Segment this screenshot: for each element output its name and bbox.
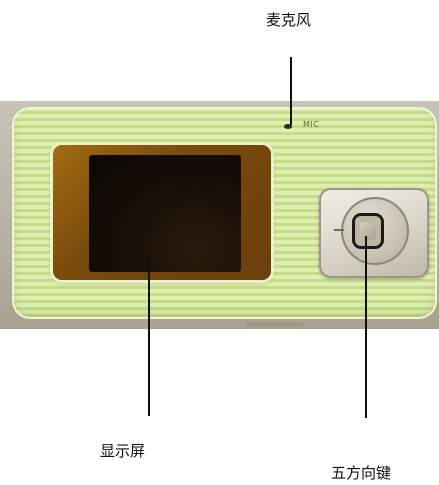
display-screen-label: 显示屏	[100, 442, 146, 460]
bottom-edge-marking	[246, 322, 304, 327]
microphone-hole	[284, 124, 292, 129]
microphone-leader-line	[290, 57, 292, 125]
five-way-key-leader-line	[365, 236, 367, 418]
mic-marking: MIC	[303, 120, 320, 129]
display-screen	[89, 155, 241, 272]
five-way-key-label: 五方向键	[331, 464, 392, 482]
center-button-face	[360, 222, 376, 240]
dpad-left-marker	[334, 229, 344, 231]
microphone-label: 麦克风	[266, 11, 312, 29]
display-screen-leader-line	[148, 258, 150, 416]
